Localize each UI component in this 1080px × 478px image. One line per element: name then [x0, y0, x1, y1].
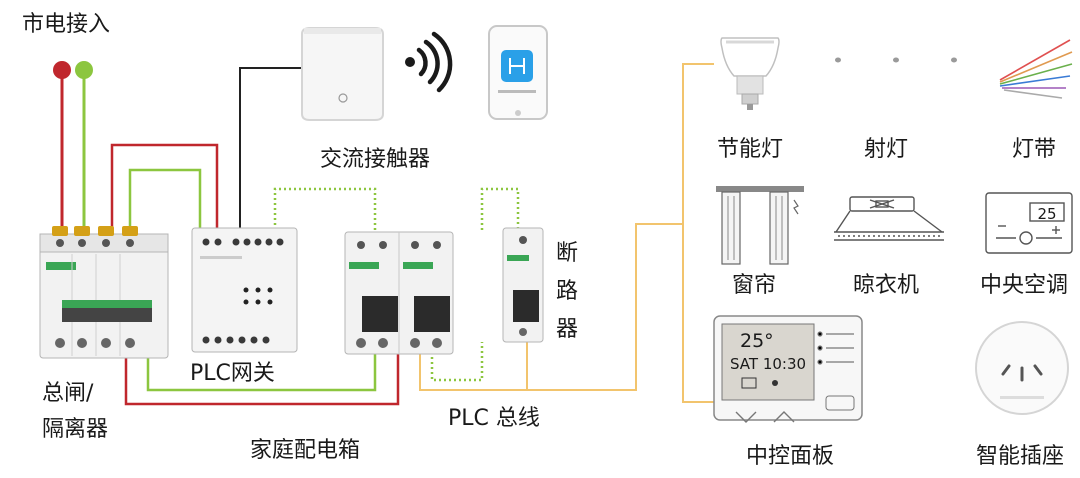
energy-lamp-label: 节能灯 [717, 137, 783, 162]
mains-input-label: 市电接入 [22, 12, 110, 37]
black-wire-to-contactor [239, 67, 308, 230]
breaker-device [502, 227, 544, 343]
plc-bus-label: PLC 总线 [448, 406, 540, 431]
wifi-icon [405, 31, 453, 93]
control-panel-icon [713, 315, 863, 423]
distribution-box-label: 家庭配电箱 [250, 438, 360, 463]
light-strip-icon [999, 39, 1073, 99]
red-wire-to-gateway [110, 143, 219, 230]
breaker-label-1: 断 [556, 241, 578, 266]
main-switch-label-line1: 总闸/ [42, 381, 94, 406]
dotted-wire-breaker-bottom [430, 342, 484, 382]
curtain-label: 窗帘 [732, 273, 776, 298]
central-ac-label: 中央空调 [980, 273, 1068, 298]
breaker-label-2: 路 [556, 279, 578, 304]
main-switch-label-line2: 隔离器 [42, 417, 108, 442]
spotlight-icon [835, 57, 957, 63]
socket-icon [975, 321, 1069, 415]
light-strip-label: 灯带 [1012, 137, 1056, 162]
main-switch-device [39, 226, 169, 359]
green-wire-bottom [146, 352, 377, 392]
drying-rack-label: 晾衣机 [853, 273, 919, 298]
panel-datetime: SAT 10:30 [730, 355, 806, 373]
wires [60, 63, 714, 406]
breaker-label-3: 器 [556, 317, 578, 342]
plc-bus-wire [419, 223, 683, 391]
live-terminal-dot [53, 61, 71, 79]
mains-input [53, 61, 93, 79]
thermostat-icon [985, 192, 1073, 254]
dotted-wire-gateway [273, 187, 377, 230]
curtain-icon [716, 186, 804, 265]
thermostat-display-text: 25 [1037, 205, 1056, 223]
contactor-label: 交流接触器 [320, 147, 430, 172]
distribution-breaker-device [344, 231, 454, 355]
router-icon [301, 27, 384, 121]
dotted-wire-breaker-top [480, 187, 520, 230]
phone-icon [488, 25, 548, 120]
bulb-icon [720, 37, 780, 110]
smart-socket-label: 智能插座 [976, 444, 1064, 469]
panel-temperature: 25° [740, 330, 774, 352]
neutral-terminal-dot [75, 61, 93, 79]
plc-gateway-device [191, 227, 298, 353]
plc-bus-branch [682, 63, 714, 403]
spot-light-label: 射灯 [864, 137, 908, 162]
drying-rack-icon [834, 196, 944, 241]
red-wire-bottom [124, 352, 400, 406]
control-panel-label: 中控面板 [746, 444, 834, 469]
plc-gateway-label: PLC网关 [190, 361, 275, 386]
green-wire-to-gateway [128, 168, 202, 230]
